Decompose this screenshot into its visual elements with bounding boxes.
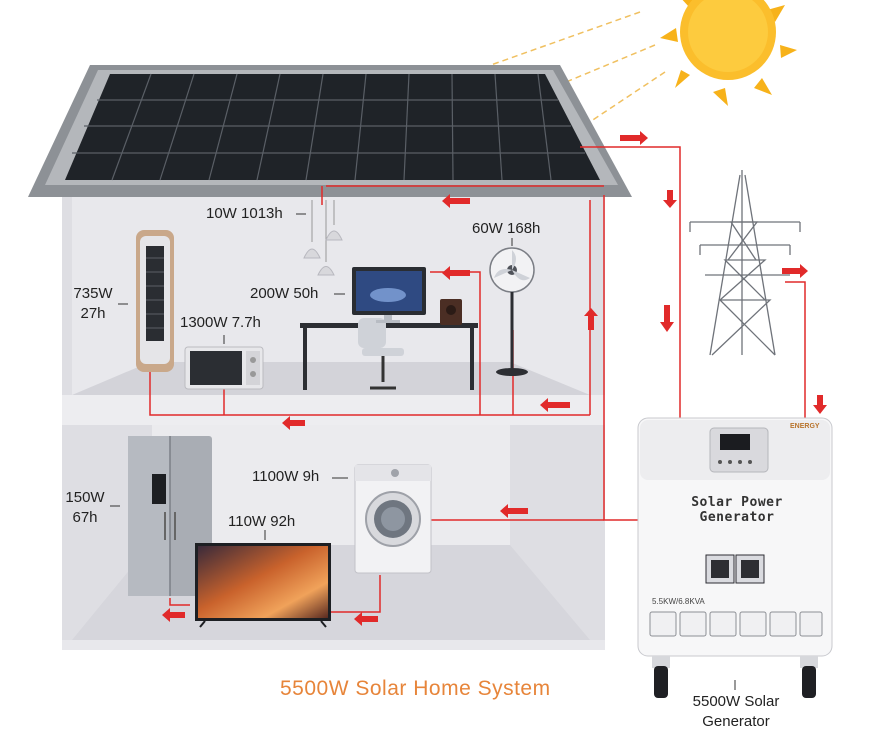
fan-label: 60W 168h [472, 220, 541, 237]
tv-label: 110W 92h [228, 513, 296, 530]
tower-ac-icon [136, 230, 174, 372]
office-chair-icon [358, 318, 404, 390]
standing-fan-icon [489, 247, 535, 376]
label-leaders [110, 213, 736, 690]
lights-label: 10W 1013h [206, 205, 283, 222]
sun-icon [660, 0, 797, 106]
generator-panel-title: Solar Power Generator [691, 495, 783, 525]
desktop-computer-icon [352, 267, 462, 325]
refrigerator-icon [128, 436, 212, 596]
power-tower-icon [689, 170, 801, 356]
washing-machine-icon [354, 464, 432, 574]
solar-panel-icon [28, 65, 632, 197]
computer-label: 200W 50h [250, 285, 319, 302]
desk-icon [300, 323, 478, 390]
microwave-icon [184, 346, 264, 390]
fridge-label: 150W 67h [65, 489, 105, 526]
generator-spec: 5.5KW/6.8KVA [652, 597, 705, 606]
generator-brand: ENERGY [790, 423, 820, 430]
television-icon [195, 543, 331, 628]
flow-arrows [162, 131, 827, 626]
microwave-label: 1300W 7.7h [180, 314, 261, 331]
generator-label: 5500W Solar Generator [692, 693, 780, 730]
diagram-title: 5500W Solar Home System [280, 677, 551, 700]
power-wires [149, 146, 806, 613]
solar-generator-icon [637, 417, 833, 698]
pendant-lights-icon [303, 200, 343, 276]
washer-label: 1100W 9h [252, 468, 320, 485]
ac-label: 735W 27h [73, 285, 113, 322]
